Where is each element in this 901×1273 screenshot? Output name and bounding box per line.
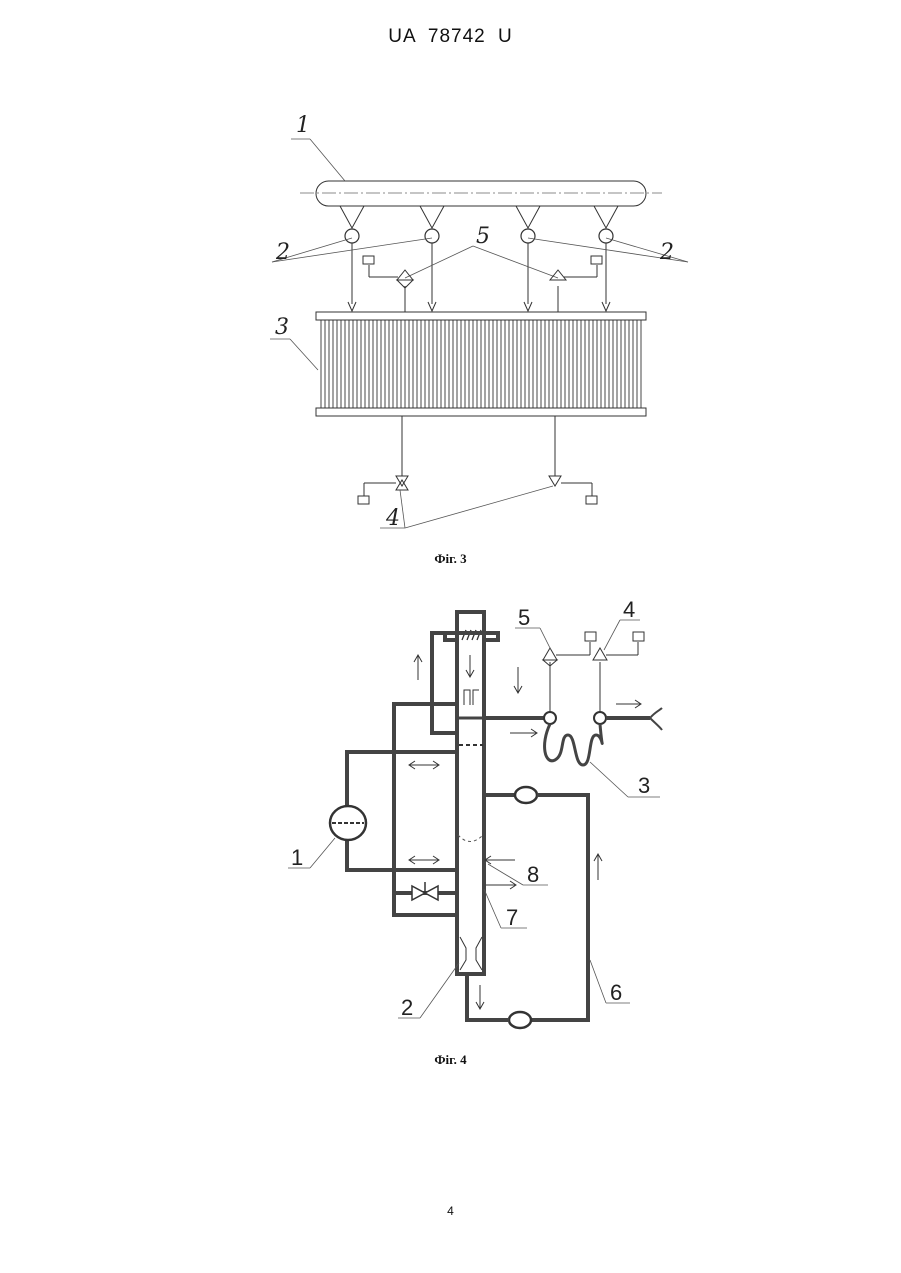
header-pipe (316, 181, 646, 206)
fig4-label-2: 2 (401, 995, 413, 1020)
distributor-unit (340, 206, 364, 311)
distributor-unit (516, 206, 540, 311)
fig3-label-2-left: 2 (275, 240, 290, 265)
distributor-units (340, 206, 618, 311)
figure-4-caption: Фіг. 4 (0, 1052, 901, 1068)
fig3-label-2-right: 2 (659, 240, 674, 265)
fig3-label-3: 3 (275, 315, 289, 340)
fig3-label-4: 4 (385, 506, 400, 531)
fig4-label-8: 8 (527, 862, 539, 887)
fig4-label-6: 6 (610, 980, 622, 1005)
tube-bank-bottom-plate (316, 408, 646, 416)
tube-bank-top-plate (316, 312, 646, 320)
fig4-label-1: 1 (291, 845, 303, 870)
fig3-label-1: 1 (296, 113, 310, 138)
page-number: 4 (0, 1204, 901, 1218)
fig4-label-7: 7 (506, 905, 518, 930)
figure-4-drawing: 5 4 3 1 8 7 2 6 (288, 597, 662, 1028)
distributor-unit (594, 206, 618, 311)
tube-bank-tubes (321, 320, 641, 408)
distributor-unit (420, 206, 444, 311)
fig4-label-4: 4 (623, 597, 635, 622)
figure-3-caption: Фіг. 3 (0, 551, 901, 567)
fig4-label-3: 3 (638, 773, 650, 798)
fig3-label-5: 5 (476, 224, 490, 249)
figure-3-drawing: 1 2 2 5 3 4 (270, 113, 688, 531)
fig4-label-5: 5 (518, 605, 530, 630)
